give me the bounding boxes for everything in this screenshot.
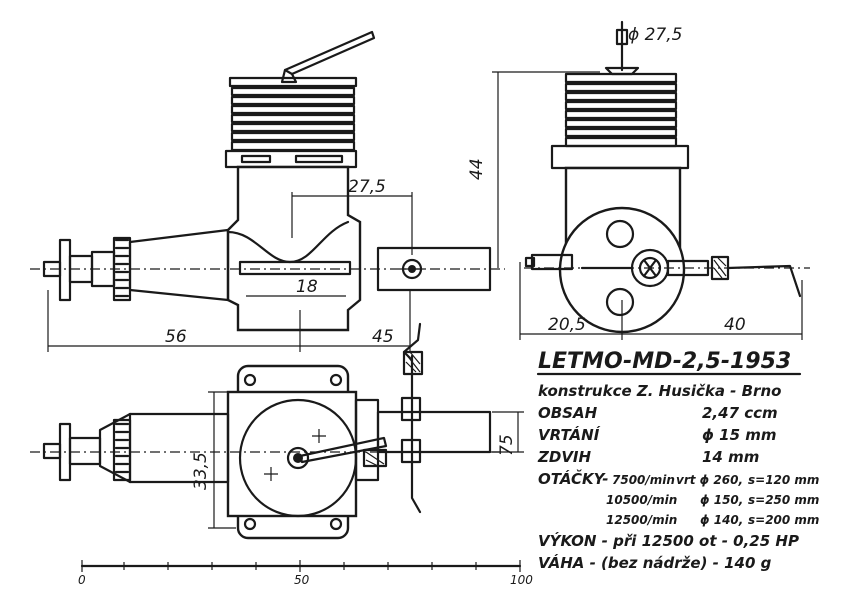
dim-27-5-side-label: 27,5 [348,177,386,197]
rpm-row-3-rpm: 12500/min [606,513,677,527]
spec-value-zdvih: 14 mm [702,448,759,466]
spec-value-obsah: 2,47 ccm [702,404,778,422]
rpm-row-2-rpm: 10500/min [606,493,677,507]
rpm-row-1-s: s=120 mm [748,473,819,487]
crankcase [226,165,362,332]
side-view [30,30,505,332]
rpm-row-1-rpm: 7500/min [612,473,675,487]
scale-bar: 0 50 100 [78,560,533,587]
needle-valve-rod [283,30,376,76]
spec-label-obsah: OBSAH [538,404,598,422]
dimension-20-5-40: 20,5 40 [519,262,803,340]
front-needle-valve [726,264,802,298]
dimension-27-5-side: 27,5 [291,177,413,255]
dimension-44: 44 [467,71,600,268]
prop-washer [58,238,72,302]
front-cylinder-fins [564,72,678,148]
rpm-label: OTÁČKY- [538,468,608,488]
top-intake-tube [376,410,492,454]
rpm-row-3-bore: ϕ 140, [700,513,743,527]
scale-label-50: 50 [294,573,310,587]
rpm-row-2-bore: ϕ 150, [700,493,743,507]
power-line: VÝKON - při 12500 ot - 0,25 HP [538,531,799,550]
engine-title: LETMO-MD-2,5-1953 [538,349,791,374]
scale-label-100: 100 [510,573,533,587]
dimension-56-45: 56 45 [47,290,411,352]
rpm-row-3-s: s=200 mm [748,513,819,527]
dim-44-label: 44 [467,158,487,180]
front-view [524,20,810,334]
scale-label-0: 0 [78,573,86,587]
top-view [30,322,500,540]
dimension-75: 75 [492,411,524,456]
dim-40-label: 40 [724,315,746,335]
dim-56-label: 56 [165,327,187,347]
front-exhaust-collar [550,144,690,170]
dim-phi-27-5-label: ϕ 27,5 [628,25,682,45]
cylinder-fins [228,76,358,152]
spec-value-vrtani: ϕ 15 mm [702,426,777,444]
spec-label-zdvih: ZDVIH [537,448,592,466]
rpm-row-1-bore: vrt ϕ 260, [676,473,743,487]
designer-line: konstrukce Z. Husička - Brno [538,382,781,400]
dim-45-label: 45 [372,327,394,347]
dim-33-5-label: 33,5 [191,452,211,490]
dim-18-label: 18 [296,277,318,297]
weight-line: VÁHA - (bez nádrže) - 140 g [538,553,772,572]
exhaust-collar [224,149,358,169]
top-needle-valve [410,354,422,514]
front-bearing-housing [128,228,230,302]
dim-20-5-label: 20,5 [548,315,586,335]
spec-label-vrtani: VRTÁNÍ [538,425,601,444]
dim-75-label: 75 [497,434,517,456]
dimension-18: 18 [246,277,346,297]
rpm-row-2-s: s=250 mm [748,493,819,507]
dimension-33-5: 33,5 [191,391,236,529]
spec-block: LETMO-MD-2,5-1953 konstrukce Z. Husička … [536,349,819,572]
